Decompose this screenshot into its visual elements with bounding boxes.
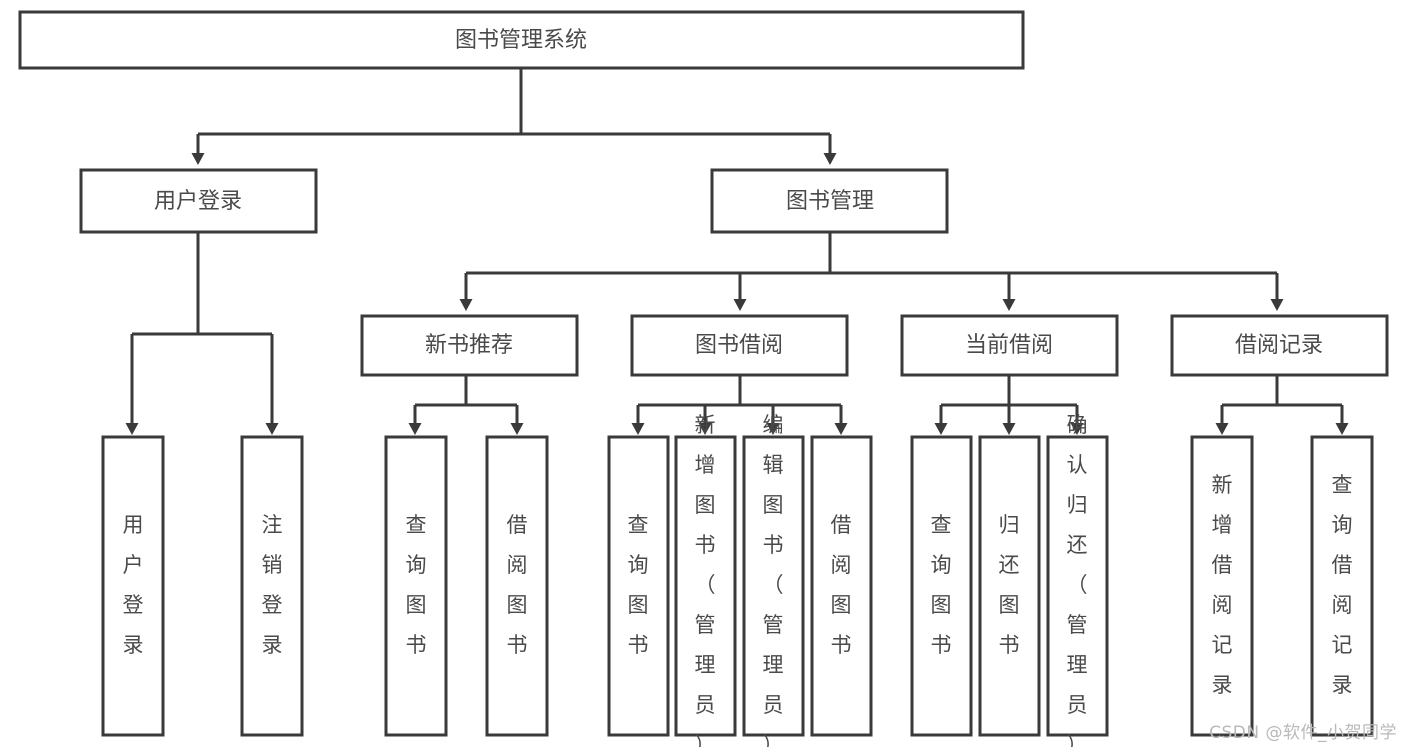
node-leaf-return-book-label: 归还图书 bbox=[999, 513, 1020, 657]
node-user-login-label: 用户登录 bbox=[154, 189, 242, 214]
node-leaf-query-record-label: 查询借阅记录 bbox=[1332, 473, 1353, 697]
node-leaf-confirm-return-label: 确认归还（管理员） bbox=[1067, 413, 1088, 747]
node-leaf-confirm-return[interactable]: 确认归还（管理员） bbox=[1046, 413, 1109, 747]
node-current-borrow[interactable]: 当前借阅 bbox=[900, 314, 1119, 377]
node-leaf-add-record[interactable]: 新增借阅记录 bbox=[1190, 435, 1254, 737]
node-leaf-add-book-label: 新增图书（管理员） bbox=[695, 413, 716, 747]
node-leaf-return-book[interactable]: 归还图书 bbox=[978, 435, 1041, 737]
node-leaf-query-record[interactable]: 查询借阅记录 bbox=[1310, 435, 1374, 737]
connector-layer bbox=[125, 68, 1349, 435]
node-book-borrow[interactable]: 图书借阅 bbox=[630, 314, 849, 377]
watermark: CSDN @软件_小贺同学 bbox=[1209, 723, 1397, 743]
node-leaf-query-book-2[interactable]: 查询图书 bbox=[607, 435, 670, 737]
node-leaf-query-book-3-label: 查询图书 bbox=[931, 513, 952, 657]
node-current-borrow-label: 当前借阅 bbox=[965, 333, 1053, 358]
node-borrow-record[interactable]: 借阅记录 bbox=[1170, 314, 1389, 377]
node-leaf-query-book-3[interactable]: 查询图书 bbox=[910, 435, 973, 737]
node-leaf-user-login[interactable]: 用户登录 bbox=[101, 435, 165, 737]
node-leaf-borrow-book-2[interactable]: 借阅图书 bbox=[810, 435, 873, 737]
node-leaf-logout-login-label: 注销登录 bbox=[262, 513, 283, 657]
node-new-book-recommend-label: 新书推荐 bbox=[425, 333, 513, 358]
node-leaf-borrow-book-1[interactable]: 借阅图书 bbox=[485, 435, 549, 737]
node-leaf-query-book-1[interactable]: 查询图书 bbox=[384, 435, 448, 737]
node-book-borrow-label: 图书借阅 bbox=[695, 333, 783, 358]
node-leaf-borrow-book-2-label: 借阅图书 bbox=[831, 513, 852, 657]
node-leaf-edit-book-label: 编辑图书（管理员） bbox=[763, 413, 784, 747]
node-leaf-edit-book[interactable]: 编辑图书（管理员） bbox=[742, 413, 805, 747]
node-leaf-add-record-label: 新增借阅记录 bbox=[1212, 473, 1233, 697]
node-new-book-recommend[interactable]: 新书推荐 bbox=[360, 314, 579, 377]
node-book-management[interactable]: 图书管理 bbox=[710, 168, 949, 234]
node-root-label: 图书管理系统 bbox=[455, 28, 587, 53]
node-leaf-query-book-1-label: 查询图书 bbox=[406, 513, 427, 657]
node-leaf-query-book-2-label: 查询图书 bbox=[628, 513, 649, 657]
node-leaf-borrow-book-1-label: 借阅图书 bbox=[507, 513, 528, 657]
node-leaf-logout-login[interactable]: 注销登录 bbox=[240, 435, 304, 737]
node-leaf-add-book[interactable]: 新增图书（管理员） bbox=[674, 413, 737, 747]
node-leaf-user-login-label: 用户登录 bbox=[123, 513, 144, 657]
node-root[interactable]: 图书管理系统 bbox=[18, 10, 1025, 70]
node-book-management-label: 图书管理 bbox=[786, 189, 874, 214]
node-borrow-record-label: 借阅记录 bbox=[1235, 333, 1323, 358]
node-user-login[interactable]: 用户登录 bbox=[79, 168, 318, 234]
